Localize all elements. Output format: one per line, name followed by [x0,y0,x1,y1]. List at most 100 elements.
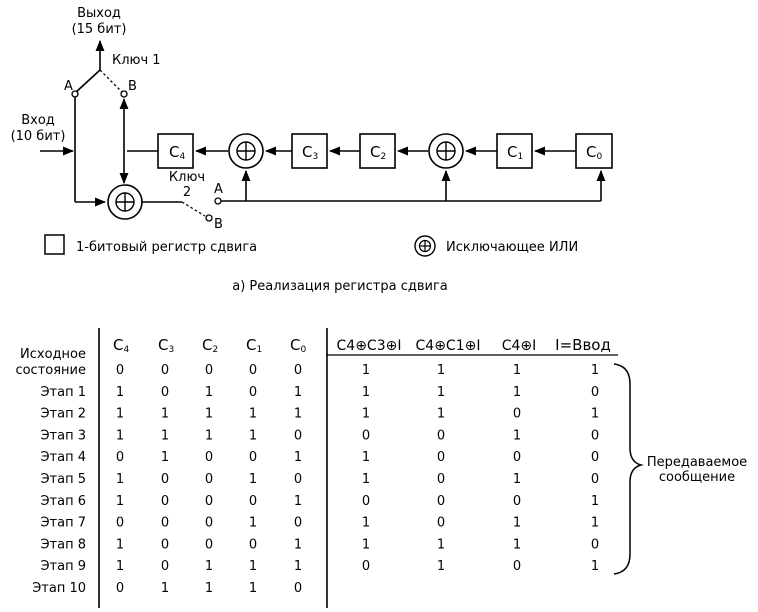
table-cell: 1 [116,385,124,400]
table-header: C4 C3 C2 C1 C0 C4⊕C3⊕I C4⊕C1⊕I C4⊕I I=Вв… [113,336,611,355]
table-cell: 1 [161,407,169,422]
table-cell: 1 [362,450,370,465]
header-c0: C0 [290,336,306,355]
table-cell: 0 [591,428,599,443]
key1-switch-arm [74,69,101,94]
key2-pos-b: B [214,217,223,232]
table-cell: 0 [591,450,599,465]
key1-switch-dashed [99,69,125,95]
legend-xor-label: Исключающее ИЛИ [446,240,578,255]
table-cell: 1 [362,537,370,552]
row-label: Этап 5 [40,472,86,487]
table-cell: 1 [249,428,257,443]
table-cell: 1 [513,363,521,378]
key2-switch-dashed [181,201,206,217]
table-cell: 1 [249,581,257,596]
table-cell: 0 [161,537,169,552]
table-cell: 1 [249,559,257,574]
table-cell: 0 [591,385,599,400]
table-cell: 1 [161,581,169,596]
output-bits-label: (15 бит) [72,22,127,37]
row-label-initial-line2: состояние [15,363,86,378]
table-cell: 0 [161,494,169,509]
table-cell: 1 [437,559,445,574]
header-c1: C1 [246,336,262,355]
table-cell: 1 [116,407,124,422]
table-cell: 1 [249,516,257,531]
brace-label-line1: Передаваемое [647,455,747,470]
figure-caption: а) Реализация регистра сдвига [232,279,448,294]
table-cell: 1 [116,494,124,509]
key1-label: Ключ 1 [112,53,161,68]
table-cell: 1 [294,385,302,400]
key1-contact-b [120,90,128,98]
table-cell: 0 [294,428,302,443]
register-c2-label: C2 [370,143,386,162]
table-cell: 1 [437,363,445,378]
table-cell: 1 [513,472,521,487]
row-label: Этап 6 [40,494,86,509]
table-cell: 1 [294,559,302,574]
register-c0-label: C0 [586,143,602,162]
key2-contact-a [214,197,222,205]
table-cell: 0 [116,450,124,465]
register-c3 [291,133,328,169]
message-brace [613,363,644,575]
register-c4-label: C4 [169,143,185,162]
table-cell: 0 [205,516,213,531]
input-label: Вход [21,113,55,128]
table-cell: 0 [437,516,445,531]
legend-register-label: 1-битовый регистр сдвига [76,240,257,255]
table-cell: 1 [591,559,599,574]
table-cell: 1 [161,428,169,443]
table-cell: 1 [362,407,370,422]
table-cell: 0 [437,472,445,487]
header-xor-c4-c3-i: C4⊕C3⊕I [337,338,402,354]
row-label: Этап 9 [40,559,86,574]
header-input: I=Ввод [555,336,611,354]
table-cell: 1 [116,472,124,487]
row-label: Этап 10 [32,581,86,596]
register-c1 [496,133,533,169]
table-cell: 1 [294,494,302,509]
key2-pos-a: A [214,182,223,197]
brace-label-line2: сообщение [659,470,735,485]
table-cell: 1 [205,385,213,400]
input-bits-label: (10 бит) [11,129,66,144]
key1-pos-a: A [64,79,73,94]
table-cell: 1 [362,385,370,400]
register-c2 [359,133,396,169]
table-cell: 0 [591,537,599,552]
table-cell: 1 [513,428,521,443]
row-label: Этап 4 [40,450,86,465]
table-cell: 0 [116,581,124,596]
table-cell: 0 [513,450,521,465]
key2-label: Ключ [169,170,205,185]
table-cell: 1 [513,516,521,531]
table-cell: 0 [249,363,257,378]
key1-pos-b: B [128,79,137,94]
register-c3-label: C3 [302,143,318,162]
table-cell: 1 [591,407,599,422]
table-cell: 1 [362,516,370,531]
row-label-initial-line1: Исходное [20,347,86,362]
table-cell: 0 [205,537,213,552]
table-cell: 0 [249,450,257,465]
row-label: Этап 2 [40,407,86,422]
key2-contact-b [205,214,213,222]
table-cell: 0 [249,385,257,400]
register-c0 [575,133,613,169]
table-cell: 1 [205,581,213,596]
table-cell: 0 [294,472,302,487]
table-cell: 1 [362,472,370,487]
row-label: Этап 7 [40,516,86,531]
table-cell: 0 [161,363,169,378]
table-cell: 0 [294,363,302,378]
table-cell: 1 [116,537,124,552]
output-label: Выход [77,6,121,21]
table-cell: 0 [205,472,213,487]
table-cell: 0 [161,559,169,574]
header-c2: C2 [202,336,218,355]
table-cell: 0 [161,472,169,487]
